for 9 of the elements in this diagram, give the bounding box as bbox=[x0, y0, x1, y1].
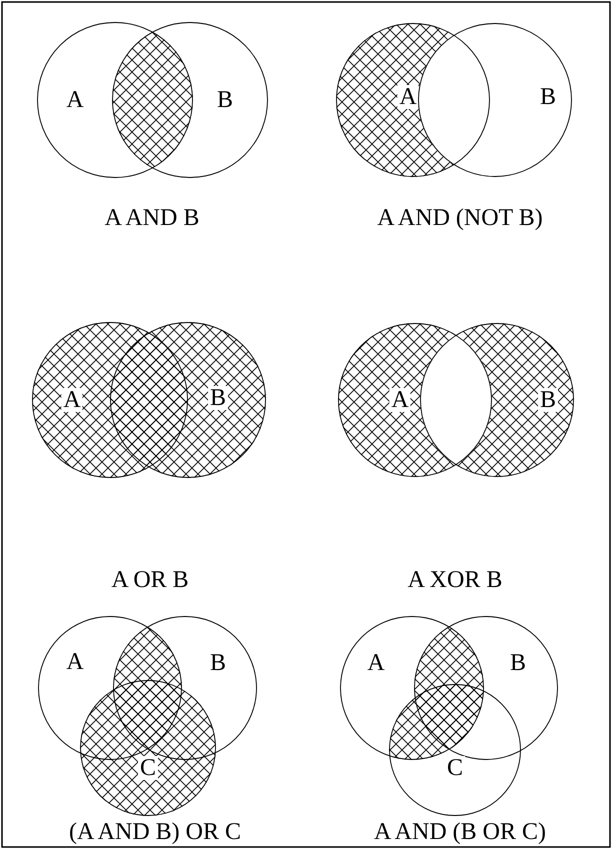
set-label: B bbox=[208, 386, 228, 410]
expression-caption: (A AND B) OR C bbox=[68, 820, 242, 844]
set-label: B bbox=[538, 388, 558, 412]
set-label: A bbox=[61, 388, 83, 412]
expression-caption: A AND (NOT B) bbox=[377, 206, 543, 230]
set-label: A bbox=[397, 85, 419, 109]
set-label: C bbox=[138, 756, 158, 780]
set-label: A bbox=[389, 388, 411, 412]
expression-caption: A AND (B OR C) bbox=[374, 820, 546, 844]
